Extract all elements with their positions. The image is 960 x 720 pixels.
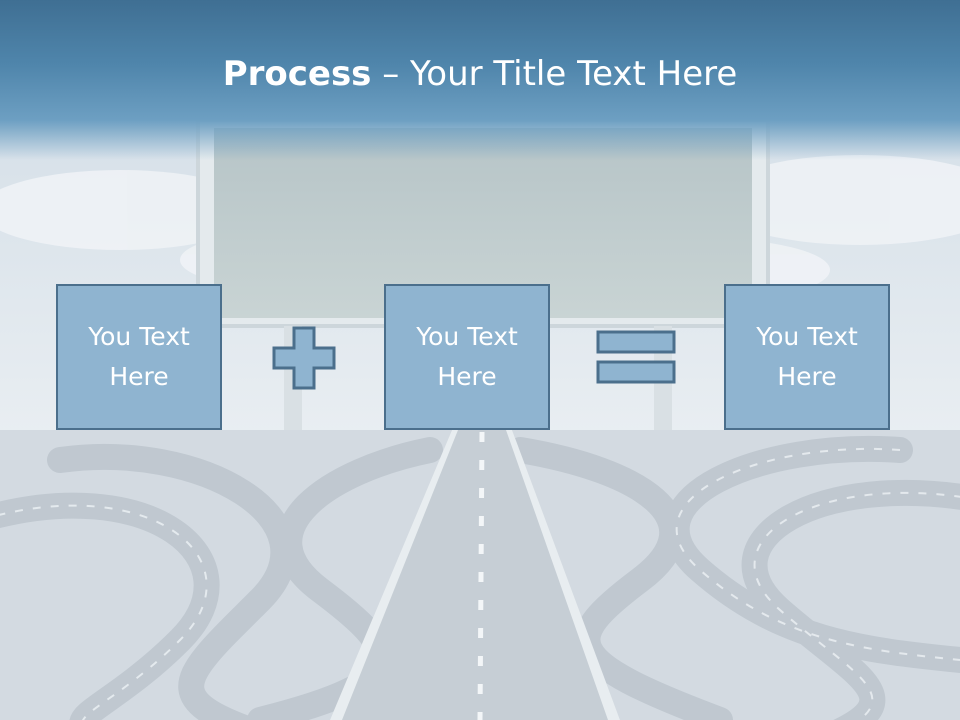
plus-icon: [272, 326, 336, 390]
process-box-1[interactable]: You Text Here: [56, 284, 222, 430]
process-box-2[interactable]: You Text Here: [384, 284, 550, 430]
process-box-3[interactable]: You Text Here: [724, 284, 890, 430]
title-rest-part: – Your Title Text Here: [371, 54, 738, 94]
title-bold-part: Process: [222, 54, 372, 94]
header-band: [0, 0, 960, 160]
equals-icon: [596, 330, 676, 384]
straight-road: [330, 430, 620, 720]
slide-title: Process – Your Title Text Here: [0, 52, 960, 96]
